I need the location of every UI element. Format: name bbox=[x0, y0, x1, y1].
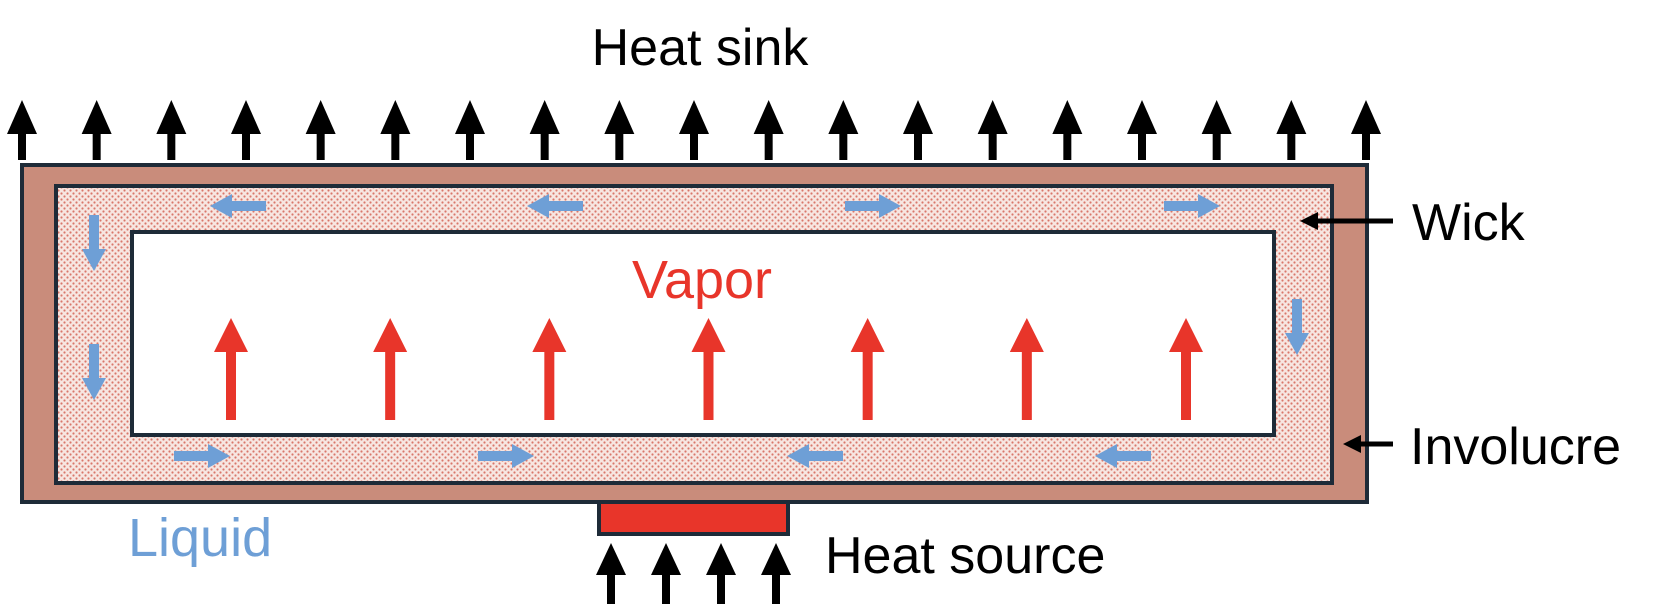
liquid-arrow bbox=[1095, 444, 1151, 468]
vapor-arrow bbox=[373, 318, 408, 420]
heat-source-arrow bbox=[761, 543, 791, 604]
vapor-arrow bbox=[1169, 318, 1203, 420]
vapor-arrow bbox=[214, 318, 248, 420]
liquid-arrow bbox=[82, 215, 106, 271]
heat-sink-arrow bbox=[753, 100, 784, 160]
heat-sink-arrow bbox=[7, 100, 37, 160]
liquid-arrow bbox=[82, 344, 106, 400]
heat-sink-label: Heat sink bbox=[592, 19, 810, 77]
liquid-arrow bbox=[1285, 299, 1309, 355]
liquid-arrow bbox=[845, 194, 901, 218]
liquid-arrow bbox=[210, 194, 266, 218]
wick-pointer bbox=[1300, 212, 1393, 230]
heat-source-arrow bbox=[651, 543, 681, 604]
involucre-label: Involucre bbox=[1410, 418, 1621, 476]
heat-sink-arrow bbox=[679, 100, 709, 160]
heat-sink-arrow bbox=[231, 100, 261, 160]
liquid-arrow bbox=[787, 444, 843, 468]
heat-source-block bbox=[597, 500, 790, 536]
liquid-flow-arrows bbox=[82, 194, 1309, 468]
involucre-pointer bbox=[1343, 435, 1393, 453]
heat-sink-arrows bbox=[7, 100, 1381, 160]
heat-sink-arrow bbox=[1351, 100, 1381, 160]
vapor-arrow bbox=[850, 318, 885, 420]
heat-sink-arrow bbox=[156, 100, 187, 160]
liquid-arrow bbox=[174, 444, 230, 468]
liquid-arrow bbox=[527, 194, 583, 218]
vapor-arrow bbox=[691, 318, 726, 420]
vapor-arrow bbox=[532, 318, 567, 420]
heat-sink-arrow bbox=[903, 100, 933, 160]
heat-sink-arrow bbox=[529, 100, 560, 160]
heat-sink-arrow bbox=[1276, 100, 1307, 160]
wick-label: Wick bbox=[1412, 194, 1526, 252]
heat-sink-arrow bbox=[81, 100, 112, 160]
liquid-arrow bbox=[478, 444, 534, 468]
heat-sink-arrow bbox=[305, 100, 336, 160]
vapor-arrow bbox=[1009, 318, 1044, 420]
heat-source-arrows bbox=[596, 543, 791, 604]
liquid-arrow bbox=[1164, 194, 1220, 218]
vapor-label: Vapor bbox=[632, 250, 772, 310]
heat-source-arrow bbox=[596, 543, 626, 604]
vapor-arrows bbox=[214, 318, 1203, 420]
heat-sink-arrow bbox=[828, 100, 859, 160]
heat-sink-arrow bbox=[1052, 100, 1083, 160]
heat-source-label: Heat source bbox=[825, 527, 1105, 585]
heat-source-arrow bbox=[706, 543, 736, 604]
heat-sink-arrow bbox=[1201, 100, 1232, 160]
heat-sink-arrow bbox=[455, 100, 485, 160]
heat-sink-arrow bbox=[380, 100, 411, 160]
heat-sink-arrow bbox=[604, 100, 635, 160]
heat-sink-arrow bbox=[977, 100, 1008, 160]
heat-sink-arrow bbox=[1127, 100, 1157, 160]
liquid-label: Liquid bbox=[128, 508, 272, 568]
